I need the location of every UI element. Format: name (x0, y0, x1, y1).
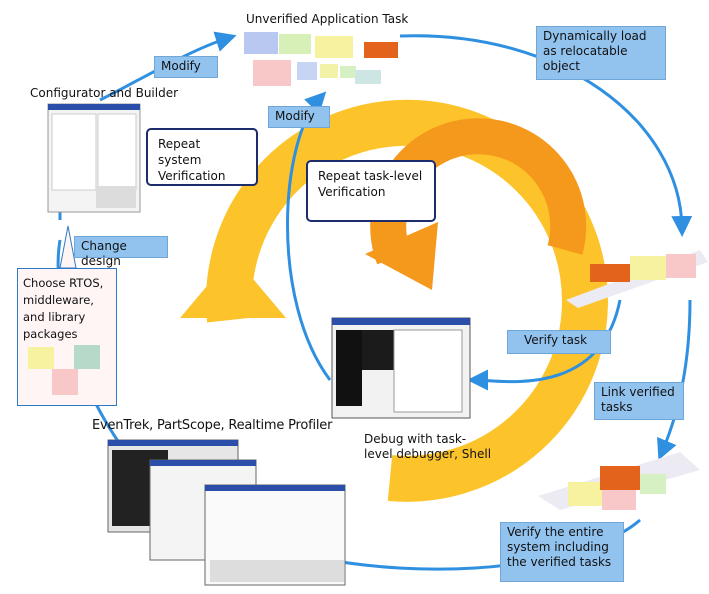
modify-top-label: Modify (154, 56, 218, 78)
flow-line-right-down (657, 299, 692, 461)
verify-task-label: Verify task (507, 330, 611, 354)
tools-label: EvenTrek, PartScope, Realtime Profiler (92, 418, 333, 433)
outer-cycle-arrowhead (180, 255, 286, 318)
link-tasks-label: Link verified tasks (594, 382, 684, 420)
verified-task-platform (566, 250, 708, 308)
change-design-label: Change design (74, 236, 168, 268)
debug-label: Debug with task-level debugger, Shell (364, 432, 492, 461)
choose-packages-text: Choose RTOS, middleware, and library pac… (23, 276, 104, 341)
repeat-task-box: Repeat task-level Verification (306, 160, 436, 222)
package-cubes-icon (28, 345, 100, 395)
unverified-task-cubes (244, 32, 398, 86)
flow-line-outer-loop (399, 34, 693, 237)
configurator-label: Configurator and Builder (30, 86, 179, 100)
dynamic-load-label: Dynamically load as relocatable object (536, 26, 666, 80)
verified-system-platform (538, 452, 700, 510)
inner-cycle-arrowhead (365, 222, 438, 290)
profiler-screenshots (107, 439, 346, 586)
configurator-screenshot (47, 103, 141, 213)
debugger-screenshot (331, 317, 471, 419)
choose-packages-callout: Choose RTOS, middleware, and library pac… (17, 268, 117, 406)
verify-entire-label: Verify the entire system including the v… (500, 522, 624, 582)
repeat-system-box: Repeat system Verification (146, 128, 258, 186)
modify-inner-label: Modify (268, 106, 330, 128)
unverified-task-label: Unverified Application Task (246, 12, 409, 26)
